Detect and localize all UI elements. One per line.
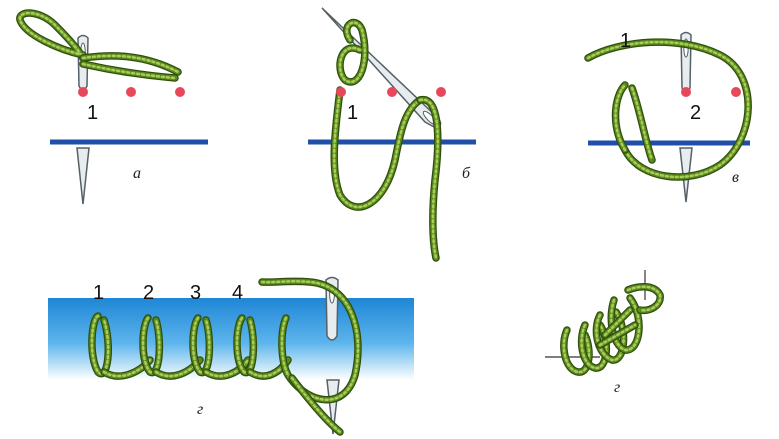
point-label-v-2: 2 [690,102,701,124]
point-label-a-1: 1 [87,102,98,124]
needle-a-bottom [76,147,90,205]
dot-a-3 [175,87,185,97]
thread-a [16,9,182,82]
dot-b-1 [336,87,346,97]
thread-twist [141,316,161,374]
thread-twist [18,11,85,60]
thread-twist [626,285,662,312]
thread-v [584,38,752,181]
stitch-label-4: 4 [232,282,243,304]
caption-v: в [732,169,739,186]
dot-v-1 [681,87,691,97]
panel-g: 1 2 3 4 г [48,276,414,436]
thread-twist [81,62,177,80]
thread-twist [90,314,110,375]
panel-b: 1 б [308,7,476,262]
thread-twist [598,308,637,347]
stitch-label-3: 3 [190,282,201,304]
thread-twist [586,40,750,179]
caption-b: б [462,165,471,182]
thread-twist [191,316,211,374]
caption-a: а [133,165,141,182]
thread-twist [418,98,439,260]
needle-g-bottom [326,379,340,435]
panel-g2: г [545,270,664,396]
dot-v-2 [731,87,741,97]
thread-twist [81,54,180,74]
thread-twist [333,88,422,209]
thread-twist [630,86,654,162]
stitch-label-1: 1 [93,282,104,304]
thread-twist [235,316,255,374]
dot-b-3 [436,87,446,97]
caption-g2: г [614,379,620,396]
caption-g: г [197,401,203,418]
panel-a: 1 а [16,9,208,205]
thread-twist [204,358,250,378]
point-label-b-1: 1 [347,102,358,124]
thread-twist [614,83,627,152]
stitch-label-2: 2 [143,282,154,304]
dot-a-2 [126,87,136,97]
point-label-v-1: 1 [620,30,631,52]
thread-twist [338,21,367,84]
dot-a-1 [78,87,88,97]
thread-twist [290,376,342,434]
thread-twist [562,328,591,374]
thread-twist [610,296,641,352]
panel-v: 1 2 в [584,30,752,203]
dot-b-2 [387,87,397,97]
thread-b [330,18,442,262]
thread-twist [260,280,360,401]
stitches-g2 [560,282,664,376]
stitches-g [88,277,362,436]
